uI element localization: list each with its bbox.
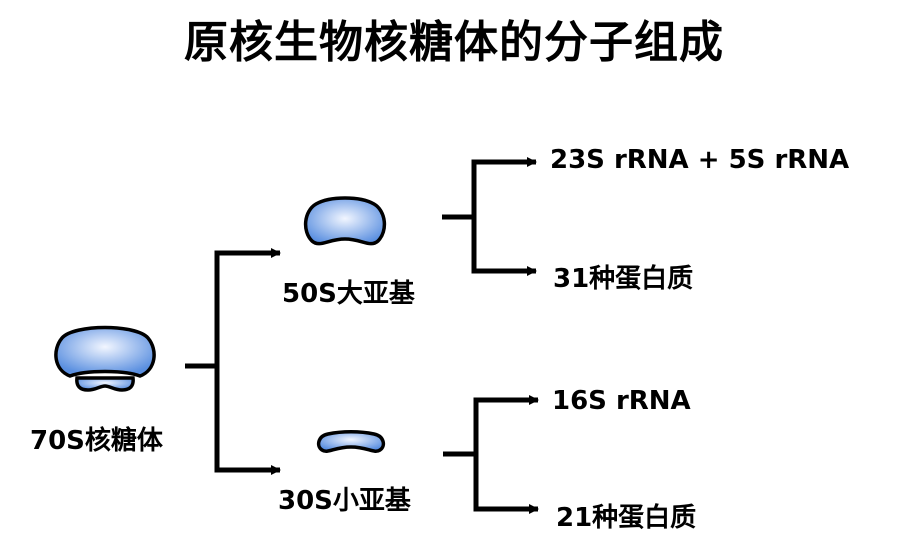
- root-to-large-arrow: [214, 248, 281, 366]
- large-to-protein-arrow: [471, 217, 537, 276]
- root-to-small-arrow: [214, 366, 281, 475]
- small-to-protein-arrow: [473, 454, 539, 514]
- small-rrna-label: 16S rRNA: [552, 386, 691, 416]
- small-protein-label: 21种蛋白质: [556, 503, 697, 533]
- page-title: 原核生物核糖体的分子组成: [184, 17, 724, 68]
- small-subunit-label: 30S小亚基: [278, 486, 411, 516]
- large-subunit-icon: [303, 196, 387, 246]
- small-subunit-icon: [316, 430, 386, 453]
- large-rrna-label: 23S rRNA + 5S rRNA: [550, 145, 850, 175]
- large-to-rrna-arrow: [471, 157, 537, 217]
- large-subunit-label: 50S大亚基: [282, 279, 415, 309]
- small-to-rrna-arrow: [473, 395, 539, 454]
- ribosome-70s-icon: [54, 325, 156, 392]
- root-label: 70S核糖体: [30, 426, 163, 456]
- large-protein-label: 31种蛋白质: [553, 264, 694, 294]
